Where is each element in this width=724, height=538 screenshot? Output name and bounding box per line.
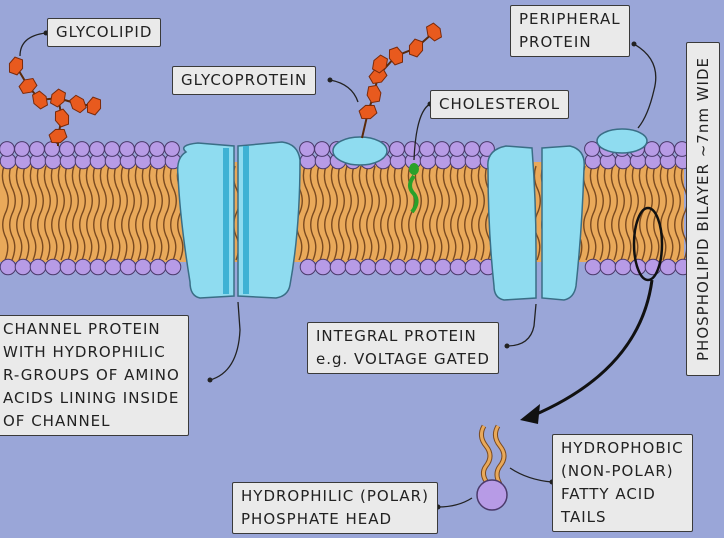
glycoprotein-label: GLYCOPROTEIN (172, 66, 317, 95)
glycolipid-label: GLYCOLIPID (47, 18, 162, 47)
bilayer-highlight-ring (632, 206, 664, 282)
peripheral-protein (596, 128, 648, 154)
leader-lines (19, 32, 657, 508)
zoom-arrow-head (520, 404, 540, 424)
zoom-arrow (531, 279, 654, 418)
hydrophobic-tails-label: HYDROPHOBIC (NON-POLAR) FATTY ACID TAILS (552, 434, 693, 532)
cholesterol-molecule (408, 163, 419, 214)
glycolipid (8, 56, 102, 146)
hydrophilic-head-label: HYDROPHILIC (POLAR) PHOSPHATE HEAD (232, 482, 438, 534)
glycoprotein (332, 22, 443, 166)
single-phospholipid (476, 424, 508, 511)
channel-protein-label: CHANNEL PROTEIN WITH HYDROPHILIC R-GROUP… (0, 315, 189, 436)
integral-protein-label: INTEGRAL PROTEIN e.g. VOLTAGE GATED (307, 322, 499, 374)
integral-protein (487, 145, 585, 301)
cholesterol-label: CHOLESTEROL (430, 90, 570, 119)
peripheral-protein-label: PERIPHERAL PROTEIN (510, 5, 630, 57)
bilayer-width-label: PHOSPHOLIPID BILAYER ~7nm WIDE (686, 42, 720, 376)
channel-protein (176, 141, 301, 299)
